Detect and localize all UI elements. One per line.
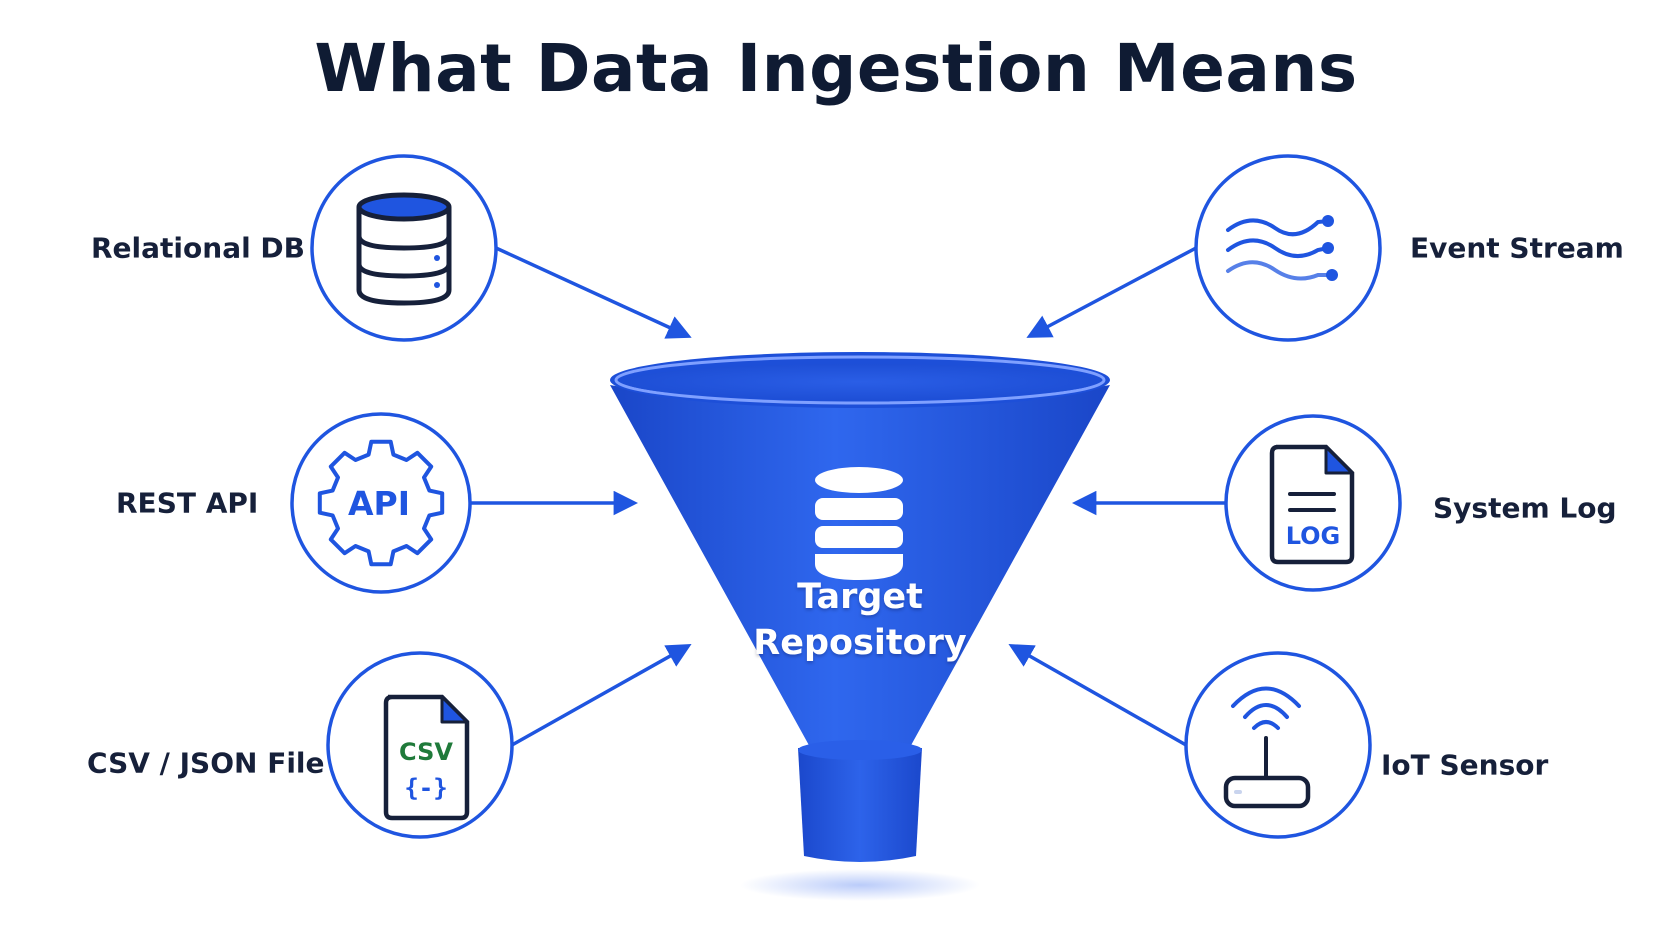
target-repository-label: Target Repository: [702, 574, 1018, 666]
relational-db-node: [310, 154, 498, 342]
database-icon: [356, 192, 452, 306]
arrow-iot-sensor: [1008, 643, 1187, 747]
log-icon-text: LOG: [1286, 522, 1341, 550]
csv-json-node: [326, 651, 514, 839]
log-file-icon: [1269, 444, 1355, 565]
iot-sensor-node: [1184, 651, 1372, 839]
page-title: What Data Ingestion Means: [314, 30, 1358, 107]
label-csv-json: CSV / JSON File: [87, 746, 325, 780]
arrow-csv-json: [511, 643, 692, 747]
label-system-log: System Log: [1433, 491, 1617, 525]
router-icon: [1223, 686, 1311, 809]
label-iot-sensor: IoT Sensor: [1381, 748, 1549, 782]
label-rest-api: REST API: [116, 486, 259, 520]
label-relational-db: Relational DB: [91, 231, 306, 265]
target-line-2: Repository: [753, 623, 967, 663]
csv-file-icon: [383, 694, 470, 821]
braces-icon-text: {-}: [404, 774, 447, 802]
stream-icon: [1226, 215, 1338, 281]
rest-api-node: [290, 412, 472, 594]
csv-icon-text: CSV: [399, 738, 453, 766]
funnel-icon: [610, 352, 1110, 901]
event-stream-node: [1194, 154, 1382, 342]
arrow-relational-db: [495, 246, 692, 339]
system-log-node: [1224, 414, 1402, 592]
arrow-event-stream: [1026, 246, 1197, 338]
api-gear-icon: [317, 439, 445, 567]
target-database-icon: [815, 467, 903, 580]
api-icon-text: API: [348, 484, 410, 523]
label-event-stream: Event Stream: [1410, 231, 1624, 265]
arrows: [468, 246, 1226, 747]
target-line-1: Target: [797, 577, 923, 617]
